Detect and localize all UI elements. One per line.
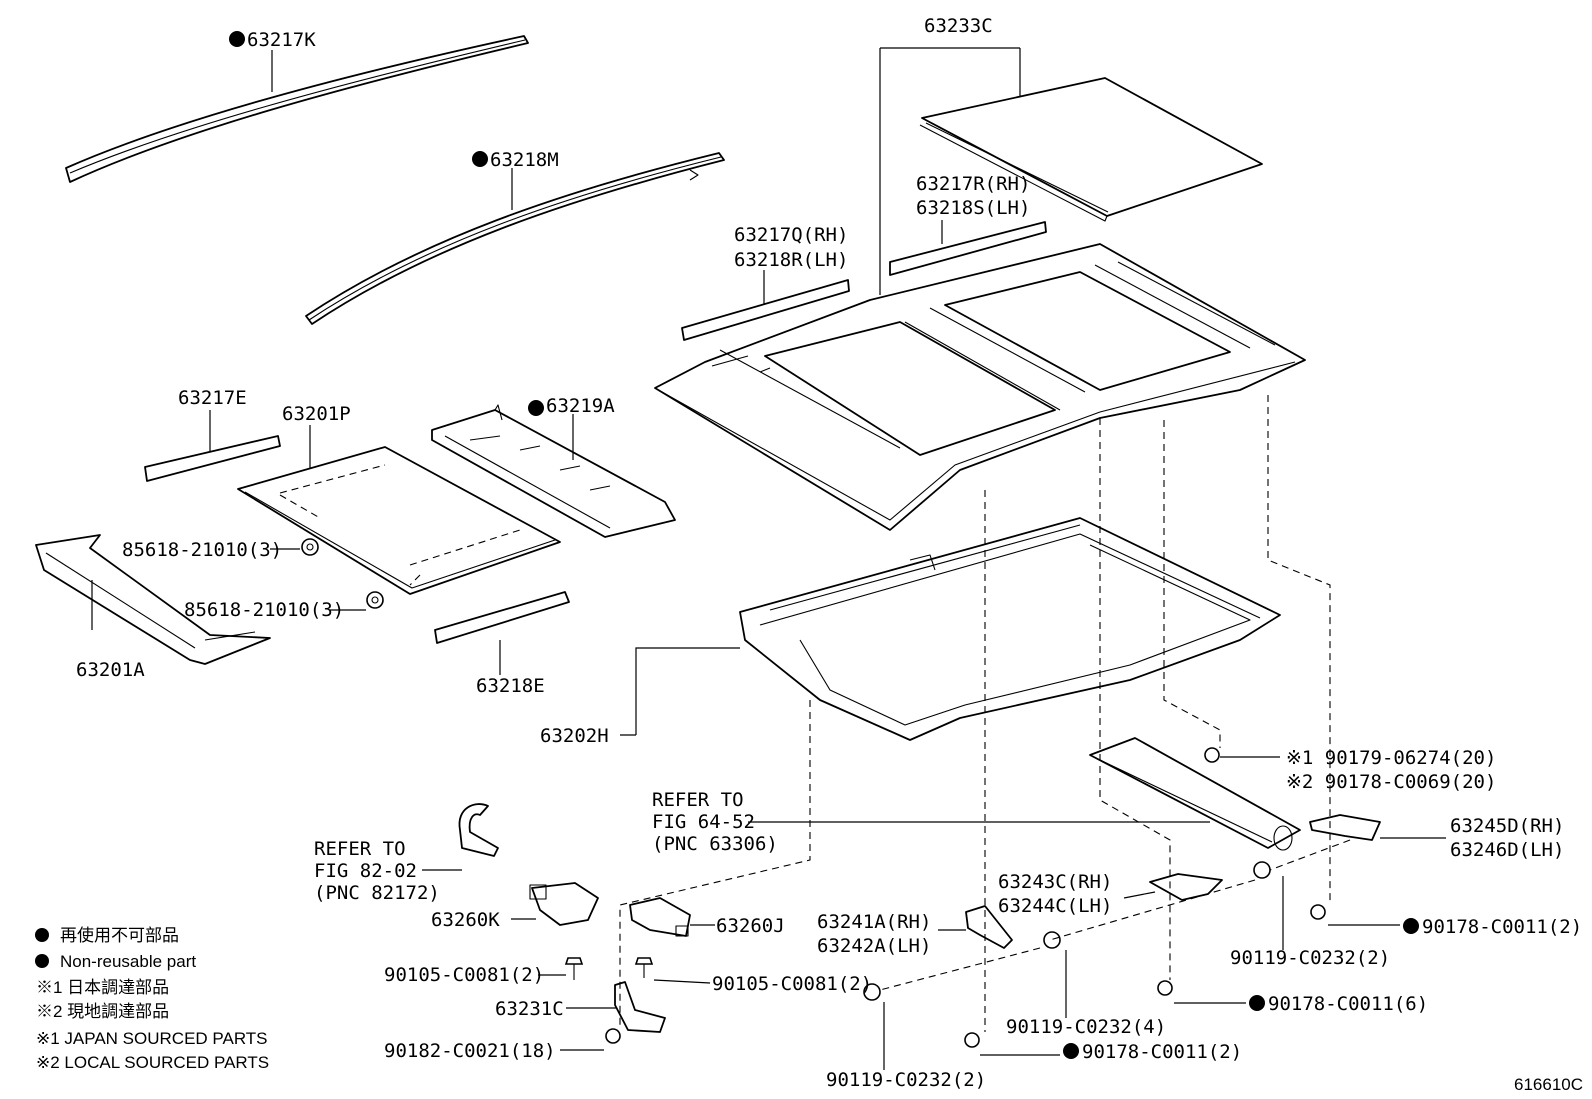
- part-63202H: [739, 517, 1281, 741]
- fasteners: [564, 747, 1326, 1048]
- part-63201P: [237, 446, 561, 595]
- part-63217R: [889, 221, 1047, 276]
- label-refer-64-1: REFER TO: [652, 789, 744, 811]
- label-63218M: 63218M: [490, 149, 559, 171]
- label-63246D: 63246D(LH): [1450, 839, 1564, 861]
- label-85618-a: 85618-21010(3): [122, 539, 282, 561]
- leader-lines: [91, 47, 1446, 1070]
- part-63243C: [1149, 873, 1223, 901]
- label-90119-C0232-2a: 90119-C0232(2): [1230, 947, 1390, 969]
- label-refer-64-3: (PNC 63306): [652, 833, 778, 855]
- legend: 再使用不可部品 Non-reusable part ※1 日本調達部品 ※2 現…: [36, 925, 269, 1072]
- part-cable-clip: [458, 803, 499, 857]
- part-63217Q: [681, 279, 850, 341]
- label-refer-82-1: REFER TO: [314, 838, 406, 860]
- label-63202H: 63202H: [540, 725, 609, 747]
- label-90119-C0232-4: 90119-C0232(4): [1006, 1016, 1166, 1038]
- part-63260J: [629, 897, 691, 937]
- diagram-code: 616610C: [1514, 1075, 1583, 1094]
- part-85618-clip-a: [301, 538, 319, 556]
- label-63242A: 63242A(LH): [817, 935, 931, 957]
- label-63244C: 63244C(LH): [998, 895, 1112, 917]
- label-85618-b: 85618-21010(3): [184, 599, 344, 621]
- label-63218R: 63218R(LH): [734, 249, 848, 271]
- label-63260J: 63260J: [716, 915, 785, 937]
- part-63217E: [144, 435, 281, 482]
- label-63219A: 63219A: [546, 395, 615, 417]
- label-refer-82-2: FIG 82-02: [314, 860, 417, 882]
- label-90105-b: 90105-C0081(2): [712, 973, 872, 995]
- label-63218E: 63218E: [476, 675, 545, 697]
- label-63201P: 63201P: [282, 403, 351, 425]
- label-63233C: 63233C: [924, 15, 993, 37]
- part-63219A: [431, 404, 676, 538]
- label-63218S: 63218S(LH): [916, 197, 1030, 219]
- part-63245D: [1309, 814, 1381, 841]
- label-63231C: 63231C: [495, 998, 564, 1020]
- part-63231C: [614, 981, 666, 1033]
- label-63217R: 63217R(RH): [916, 173, 1030, 195]
- label-63241A: 63241A(RH): [817, 911, 931, 933]
- label-90178-C0069: ※2 90178-C0069(20): [1286, 771, 1496, 793]
- label-63201A: 63201A: [76, 659, 145, 681]
- legend-local-sourced-jp: ※2 現地調達部品: [36, 1002, 169, 1021]
- label-90178-C0011-6: 90178-C0011(6): [1268, 993, 1428, 1015]
- label-90179: ※1 90179-06274(20): [1286, 747, 1496, 769]
- label-63243C: 63243C(RH): [998, 871, 1112, 893]
- part-sunshade: [1089, 737, 1301, 851]
- part-63241A: [965, 905, 1013, 949]
- non-reusable-markers: [35, 31, 1419, 1059]
- label-90178-C0011-2a: 90178-C0011(2): [1422, 916, 1582, 938]
- part-63201A: [35, 534, 271, 665]
- label-refer-64-2: FIG 64-52: [652, 811, 755, 833]
- legend-japan-sourced-jp: ※1 日本調達部品: [36, 978, 169, 997]
- part-63218E: [434, 591, 570, 644]
- label-refer-82-3: (PNC 82172): [314, 882, 440, 904]
- label-90182: 90182-C0021(18): [384, 1040, 556, 1062]
- part-63233C: [919, 77, 1263, 222]
- legend-non-reusable-en: Non-reusable part: [60, 952, 196, 971]
- label-63245D: 63245D(RH): [1450, 815, 1564, 837]
- label-63217K: 63217K: [247, 29, 316, 51]
- label-90178-C0011-2b: 90178-C0011(2): [1082, 1041, 1242, 1063]
- label-63260K: 63260K: [431, 909, 500, 931]
- part-63260K: [529, 882, 599, 926]
- legend-japan-sourced-en: ※1 JAPAN SOURCED PARTS: [36, 1029, 268, 1048]
- label-63217Q: 63217Q(RH): [734, 224, 848, 246]
- legend-local-sourced-en: ※2 LOCAL SOURCED PARTS: [36, 1053, 269, 1072]
- part-63217K: [65, 35, 529, 183]
- part-labels: 63217K 63218M 63233C 63217R(RH) 63218S(L…: [76, 15, 1582, 1091]
- part-roof-frame: [654, 243, 1306, 531]
- part-63218M: [305, 152, 725, 325]
- legend-non-reusable-jp: 再使用不可部品: [60, 925, 179, 945]
- label-90119-C0232-2b: 90119-C0232(2): [826, 1069, 986, 1091]
- assembly-dashed-lines: [619, 395, 1351, 1032]
- label-90105-a: 90105-C0081(2): [384, 964, 544, 986]
- part-85618-clip-b: [366, 591, 384, 609]
- label-63217E: 63217E: [178, 387, 247, 409]
